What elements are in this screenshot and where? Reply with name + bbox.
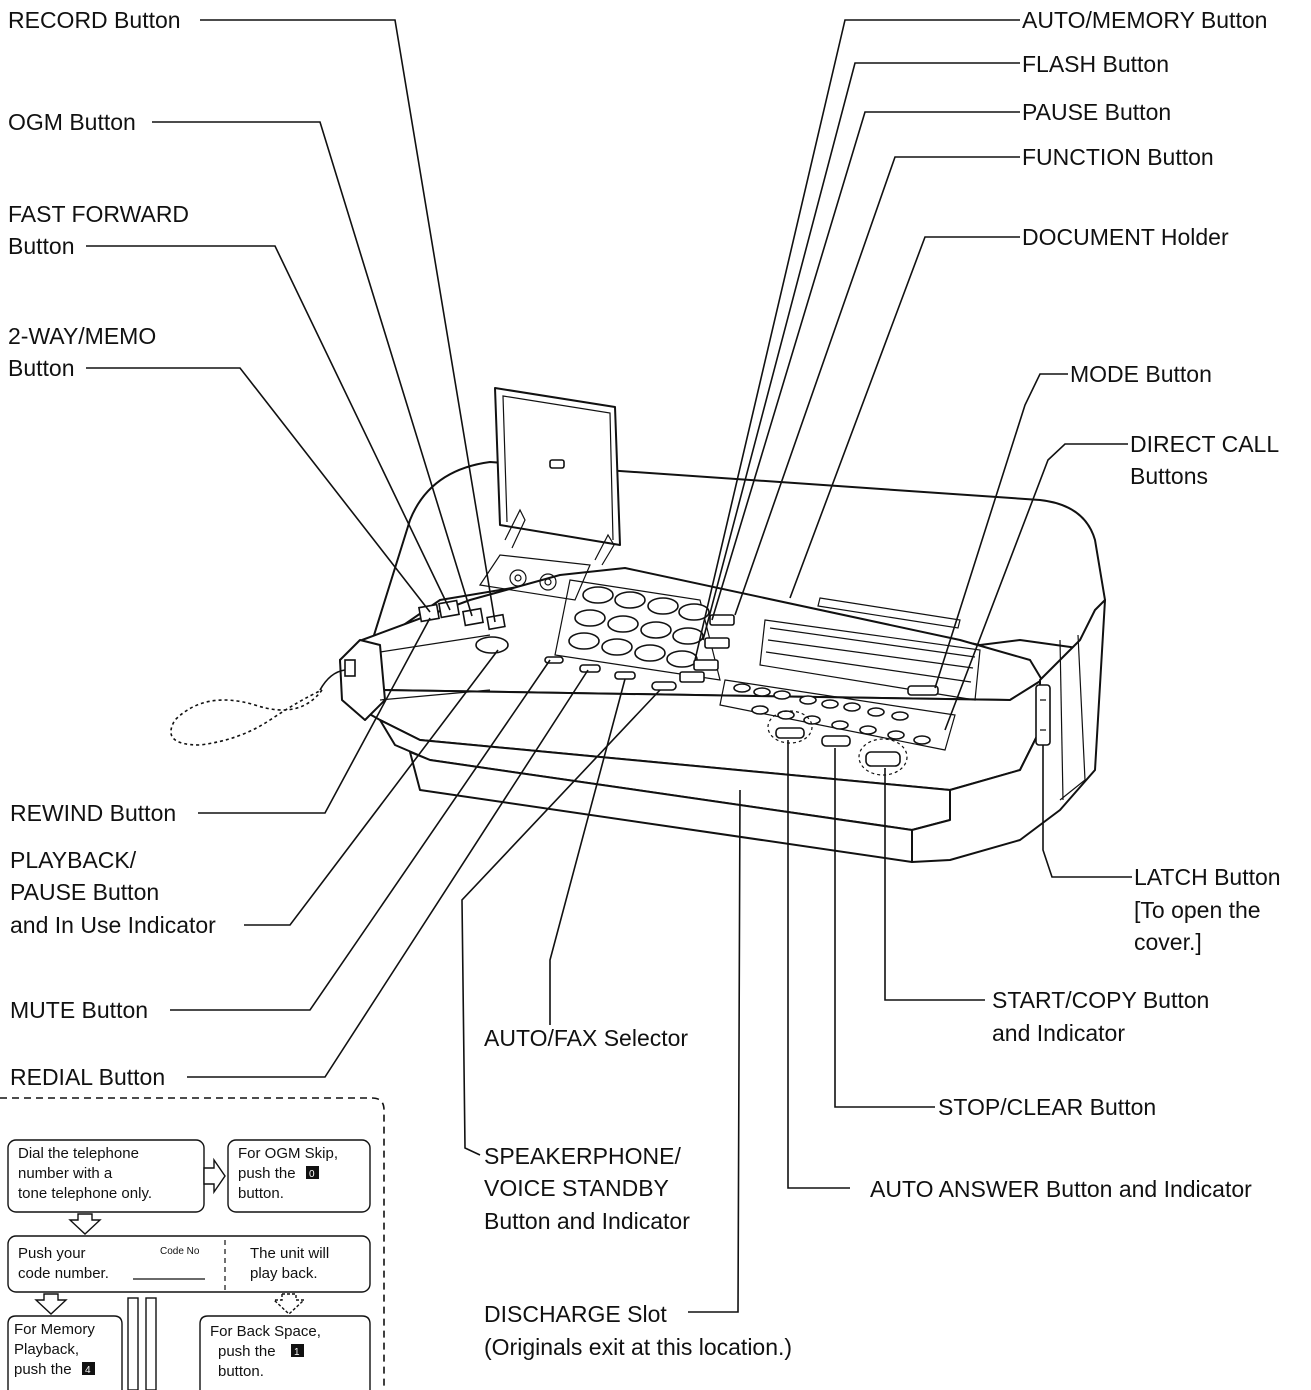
label-redial-button: REDIAL Button — [10, 1064, 165, 1090]
label-playback-line1: PLAYBACK/ — [10, 847, 137, 873]
down-arrow-icon — [34, 1293, 68, 1315]
label-pause-button: PAUSE Button — [1022, 99, 1171, 125]
ogm-skip-line3: button. — [238, 1185, 284, 1202]
ogm-skip-line1: For OGM Skip, — [238, 1145, 338, 1162]
label-rewind-button: REWIND Button — [10, 800, 176, 826]
label-two-way-memo-line2: Button — [8, 355, 75, 381]
label-auto-answer: AUTO ANSWER Button and Indicator — [870, 1176, 1252, 1202]
label-speakerphone-line3: Button and Indicator — [484, 1208, 690, 1234]
push-code-line2: code number. — [18, 1265, 109, 1282]
key-4-icon — [82, 1362, 95, 1375]
key-1-label: 1 — [294, 1347, 300, 1358]
cassette-area — [478, 554, 591, 601]
code-no-label: Code No — [160, 1246, 200, 1257]
unit-play-line1: The unit will — [250, 1245, 329, 1262]
direct-call-panel — [719, 679, 956, 751]
display-panel — [759, 597, 981, 701]
back-space-line2: push the — [218, 1343, 276, 1360]
back-space-line1: For Back Space, — [210, 1323, 321, 1340]
label-mode-button: MODE Button — [1070, 361, 1212, 387]
back-space-line3: button. — [218, 1363, 264, 1380]
label-function-button: FUNCTION Button — [1022, 144, 1214, 170]
label-ogm-button: OGM Button — [8, 109, 136, 135]
left-button-panel — [379, 599, 509, 701]
key-0-icon — [306, 1166, 319, 1179]
label-speakerphone-line1: SPEAKERPHONE/ — [484, 1143, 681, 1169]
ogm-skip-line2: push the — [238, 1165, 296, 1182]
label-playback-line3: and In Use Indicator — [10, 912, 216, 938]
leader-lines — [86, 19, 1132, 1313]
memory-line1: For Memory — [14, 1321, 95, 1338]
right-arrow-icon — [203, 1157, 226, 1195]
keypad — [554, 579, 735, 683]
key-1-icon — [291, 1344, 304, 1357]
dial-line2: number with a — [18, 1165, 113, 1182]
push-code-line1: Push your — [18, 1245, 86, 1262]
label-auto-fax-selector: AUTO/FAX Selector — [484, 1025, 688, 1051]
label-latch-line3: cover.] — [1134, 929, 1202, 955]
front-control-buttons — [767, 710, 908, 776]
remote-operation-flowchart: Dial the telephone number with a tone te… — [0, 1097, 385, 1390]
label-discharge-line2: (Originals exit at this location.) — [484, 1334, 792, 1360]
label-fast-forward-line2: Button — [8, 233, 75, 259]
label-auto-memory-button: AUTO/MEMORY Button — [1022, 7, 1267, 33]
fax-machine-illustration — [170, 387, 1106, 863]
label-mute-button: MUTE Button — [10, 997, 148, 1023]
label-latch-line2: [To open the — [1134, 897, 1261, 923]
unit-play-line2: play back. — [250, 1265, 318, 1282]
ogm-skip-box — [227, 1139, 371, 1213]
coiled-cord — [170, 669, 346, 746]
labels: RECORD Button OGM Button FAST FORWARD Bu… — [8, 7, 1281, 1360]
front-small-buttons — [544, 656, 677, 691]
connector-bar — [127, 1297, 139, 1390]
memory-line3: push the — [14, 1361, 72, 1378]
label-document-holder: DOCUMENT Holder — [1022, 224, 1229, 250]
label-two-way-memo-line1: 2-WAY/MEMO — [8, 323, 156, 349]
label-speakerphone-line2: VOICE STANDBY — [484, 1175, 669, 1201]
dial-line1: Dial the telephone — [18, 1145, 139, 1162]
label-latch-line1: LATCH Button — [1134, 864, 1281, 890]
push-code-box — [7, 1235, 371, 1293]
label-start-copy-line2: and Indicator — [992, 1020, 1125, 1046]
memory-line2: Playback, — [14, 1341, 79, 1358]
key-0-label: 0 — [309, 1169, 315, 1180]
label-record-button: RECORD Button — [8, 7, 181, 33]
down-arrow-icon — [68, 1213, 102, 1235]
document-holder — [494, 387, 621, 566]
connector-bar — [145, 1297, 157, 1390]
label-flash-button: FLASH Button — [1022, 51, 1169, 77]
label-direct-call-line1: DIRECT CALL — [1130, 431, 1279, 457]
down-arrow-icon — [272, 1293, 306, 1315]
label-discharge-line1: DISCHARGE Slot — [484, 1301, 667, 1327]
label-fast-forward-line1: FAST FORWARD — [8, 201, 189, 227]
back-space-box — [199, 1315, 371, 1390]
dial-line3: tone telephone only. — [18, 1185, 152, 1202]
label-stop-clear-button: STOP/CLEAR Button — [938, 1094, 1156, 1120]
label-start-copy-line1: START/COPY Button — [992, 987, 1209, 1013]
label-direct-call-line2: Buttons — [1130, 463, 1208, 489]
label-playback-line2: PAUSE Button — [10, 879, 159, 905]
key-4-label: 4 — [85, 1365, 91, 1376]
